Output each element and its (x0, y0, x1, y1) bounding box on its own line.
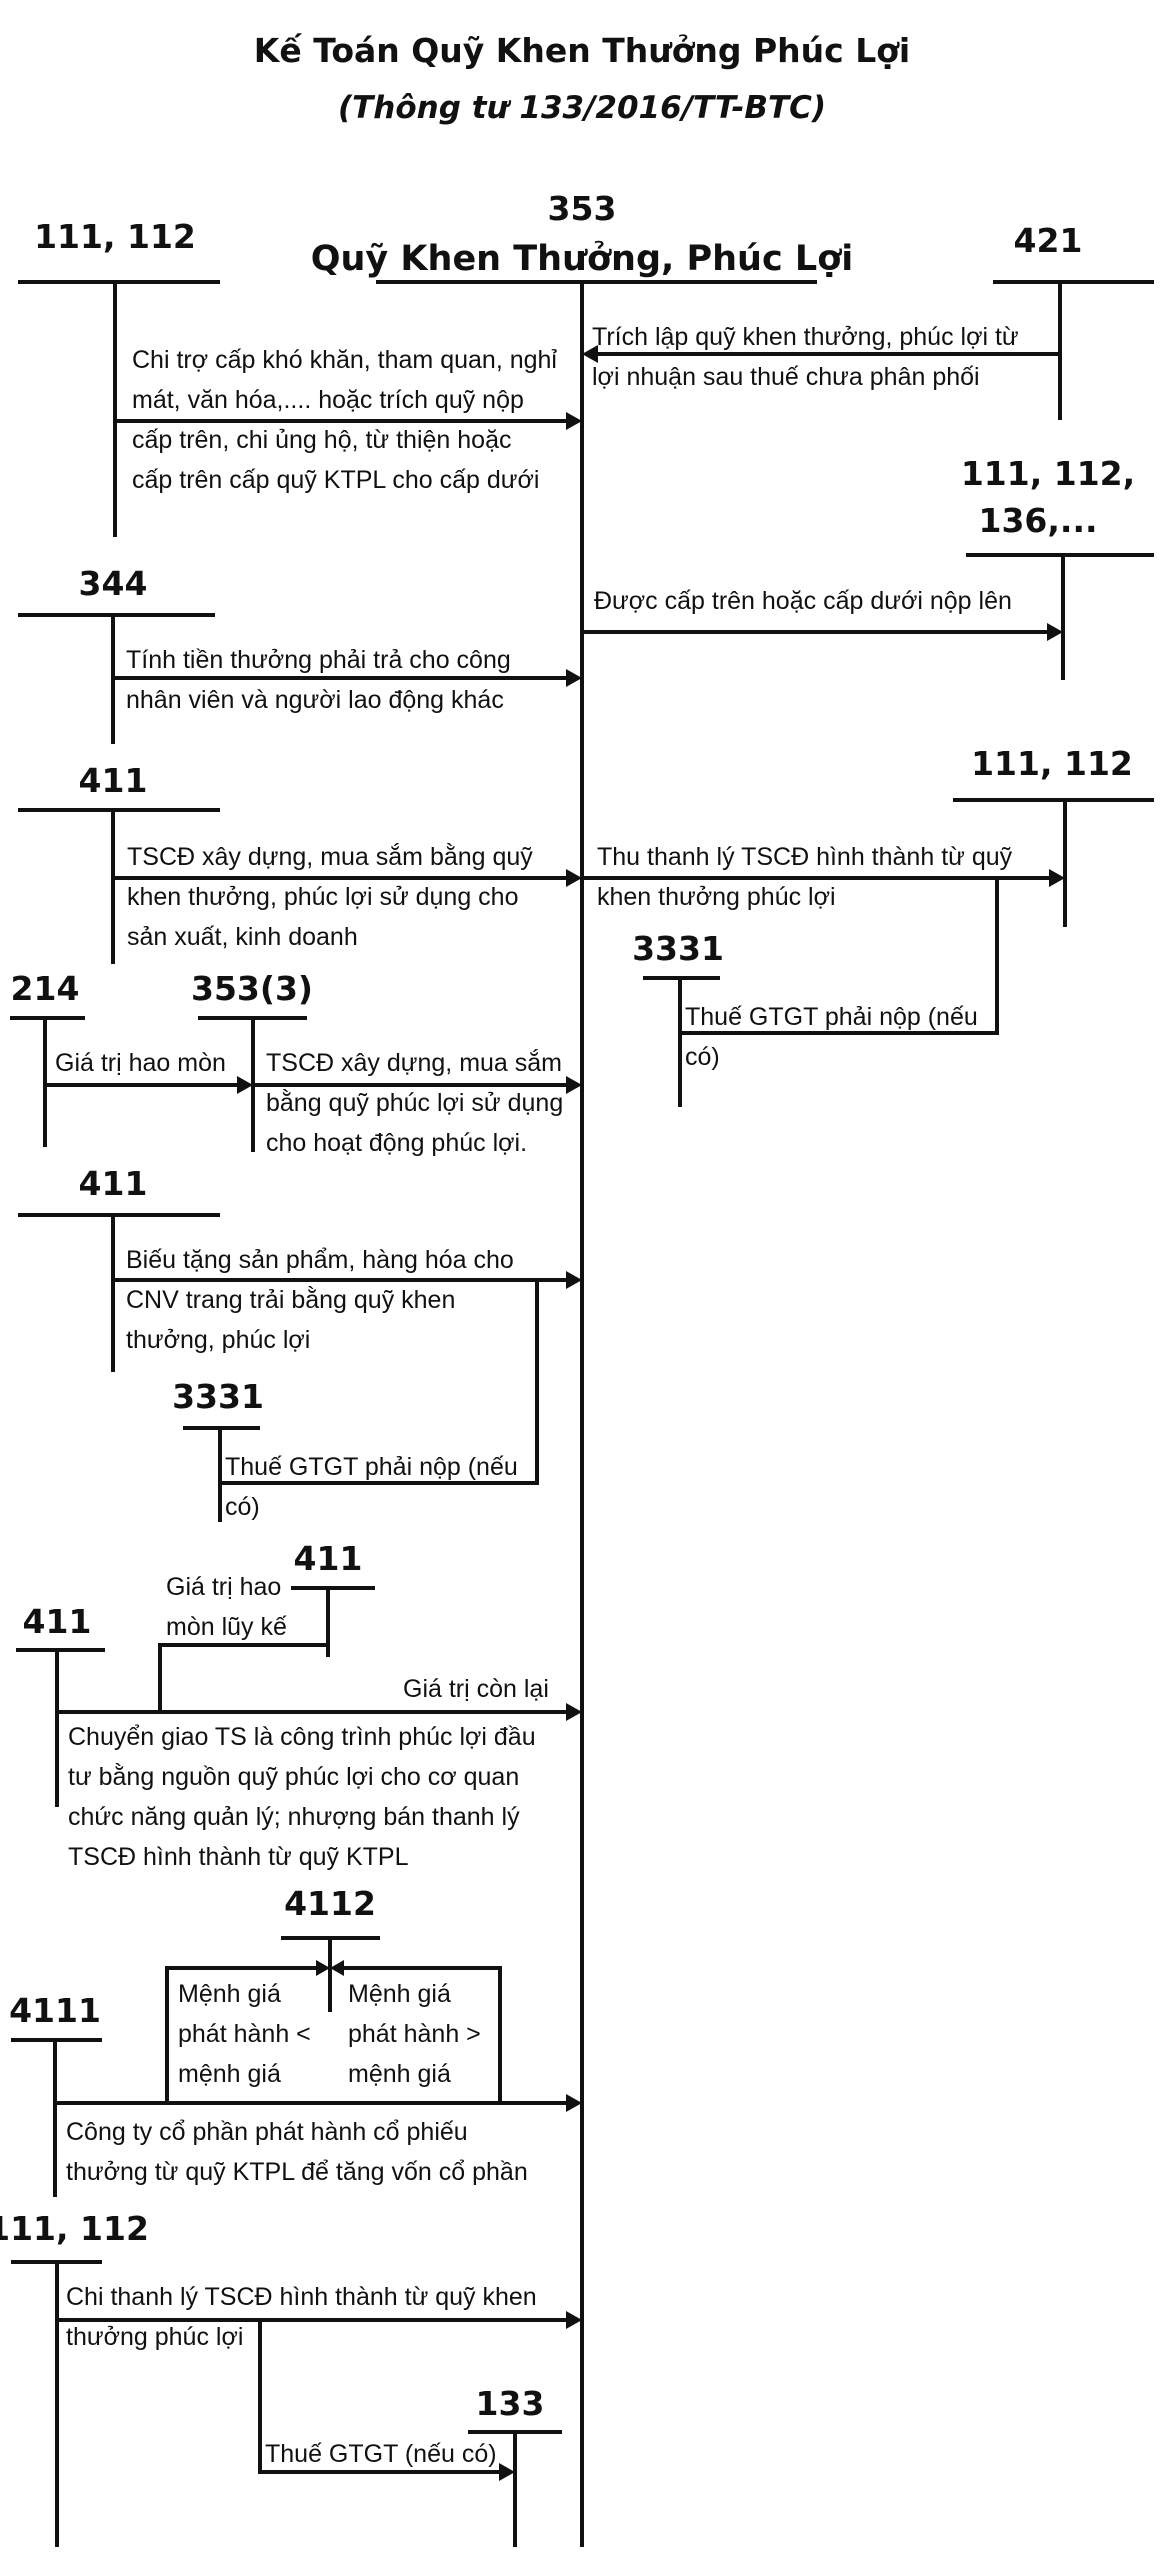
account-353-3: 353(3) (191, 969, 313, 1008)
label-trich-lap: Trích lập quỹ khen thưởng, phúc lợi từ l… (592, 323, 1026, 391)
label-thue-gtgt-b: Thuế GTGT phải nộp (nếu có) (225, 1453, 525, 1521)
center-account-name: Quỹ Khen Thưởng, Phúc Lợi (311, 239, 854, 279)
label-thue-gtgt-c: Thuế GTGT (nếu có) (265, 2440, 497, 2468)
arrow-head (566, 1703, 582, 1721)
account-133: 133 (476, 2384, 545, 2423)
arrow-head (566, 669, 582, 687)
label-hao-mon-luy-ke: Giá trị hao mòn lũy kế (166, 1573, 288, 1641)
arrow-head (1049, 869, 1065, 887)
arrow-head (566, 2094, 582, 2112)
arrow-head (582, 345, 598, 363)
label-tscd-sxkd: TSCĐ xây dựng, mua sắm bằng quỹ khen thư… (127, 842, 540, 951)
arrow-head (499, 2463, 515, 2481)
diagram-subtitle: (Thông tư 133/2016/TT-BTC) (338, 90, 826, 126)
label-gia-tri-con-lai: Giá trị còn lại (403, 1675, 549, 1703)
account-4111: 4111 (9, 1991, 101, 2030)
label-co-phan: Công ty cổ phần phát hành cổ phiếu thưởn… (66, 2118, 528, 2186)
arrow-head (1047, 623, 1063, 641)
arrow-head (566, 412, 582, 430)
label-chuyen-giao: Chuyển giao TS là công trình phúc lợi đầ… (68, 1723, 543, 1871)
label-tien-thuong: Tính tiền thưởng phải trả cho công nhân … (126, 646, 518, 714)
account-3331-a: 3331 (632, 929, 724, 968)
label-chi-tro-cap: Chi trợ cấp khó khăn, tham quan, nghỉ má… (132, 346, 564, 494)
arrow-head (566, 2311, 582, 2329)
arrow-head (237, 1076, 253, 1094)
arrow-head (566, 1076, 582, 1094)
account-214: 214 (11, 969, 80, 1008)
account-4112: 4112 (284, 1884, 376, 1923)
account-421: 421 (1014, 221, 1083, 260)
label-duoc-cap: Được cấp trên hoặc cấp dưới nộp lên (594, 587, 1012, 615)
account-111-112-136-line2: 136,... (978, 501, 1097, 540)
label-thue-gtgt-a: Thuế GTGT phải nộp (nếu có) (685, 1003, 985, 1071)
account-411-d: 411 (23, 1602, 92, 1641)
arrow-head (566, 1271, 582, 1289)
diagram-title: Kế Toán Quỹ Khen Thưởng Phúc Lợi (254, 31, 910, 70)
account-111-112-top: 111, 112 (34, 217, 196, 256)
label-menh-gia-lon: Mệnh giá phát hành > mệnh giá (348, 1980, 488, 2088)
account-344: 344 (79, 564, 148, 603)
arrow-head (330, 1960, 344, 1976)
label-bieu-tang: Biếu tặng sản phẩm, hàng hóa cho CNV tra… (126, 1246, 521, 1354)
account-111-112-mid: 111, 112 (971, 744, 1133, 783)
arrow-head (316, 1960, 330, 1976)
account-411-c: 411 (294, 1539, 363, 1578)
account-111-112-136-line1: 111, 112, (961, 454, 1135, 493)
account-411-b: 411 (79, 1164, 148, 1203)
label-hao-mon: Giá trị hao mòn (55, 1049, 226, 1077)
label-tscd-phuc-loi: TSCĐ xây dựng, mua sắm bằng quỹ phúc lợi… (266, 1048, 570, 1157)
account-3331-b: 3331 (172, 1377, 264, 1416)
label-thu-thanh-ly: Thu thanh lý TSCĐ hình thành từ quỹ khen… (597, 843, 1019, 911)
account-411-a: 411 (79, 761, 148, 800)
label-chi-thanh-ly: Chi thanh lý TSCĐ hình thành từ quỹ khen… (66, 2283, 544, 2351)
center-account-code: 353 (548, 189, 617, 228)
label-menh-gia-nho: Mệnh giá phát hành < mệnh giá (178, 1980, 318, 2088)
arrow-head (566, 869, 582, 887)
account-111-112-bottom: 111, 112 (0, 2209, 149, 2248)
